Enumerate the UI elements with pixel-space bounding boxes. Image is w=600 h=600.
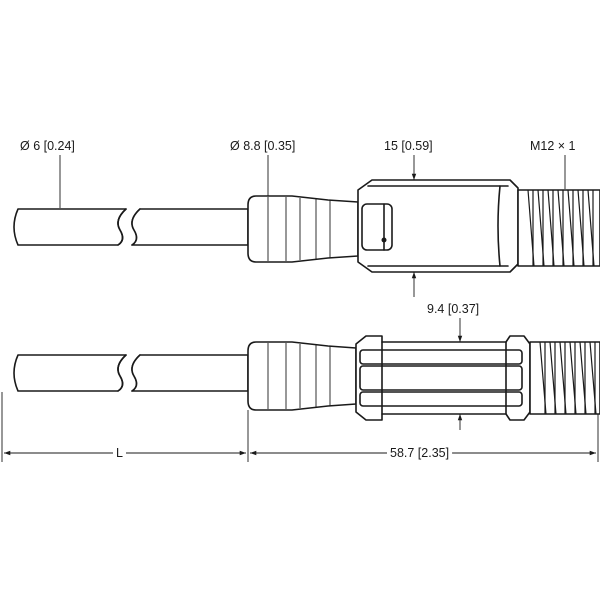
label-cable-diameter: Ø 6 [0.24] xyxy=(20,139,75,153)
bottom-cable-left xyxy=(13,354,127,392)
bottom-view xyxy=(13,335,600,421)
top-cable-left xyxy=(13,208,127,246)
top-housing-window xyxy=(361,203,393,251)
label-thread: M12 × 1 xyxy=(530,139,576,153)
label-length-connector: 58.7 [2.35] xyxy=(390,446,449,460)
bottom-overmold xyxy=(247,341,357,411)
top-view xyxy=(13,179,600,273)
top-thread xyxy=(517,189,600,267)
label-width-top: 15 [0.59] xyxy=(384,139,433,153)
top-cable-right xyxy=(131,208,249,246)
bottom-cable-right xyxy=(131,354,249,392)
top-overmold xyxy=(247,195,359,263)
label-body-diameter: Ø 8.8 [0.35] xyxy=(230,139,295,153)
label-height-bottom: 9.4 [0.37] xyxy=(427,302,479,316)
label-length-cable: L xyxy=(116,446,123,460)
